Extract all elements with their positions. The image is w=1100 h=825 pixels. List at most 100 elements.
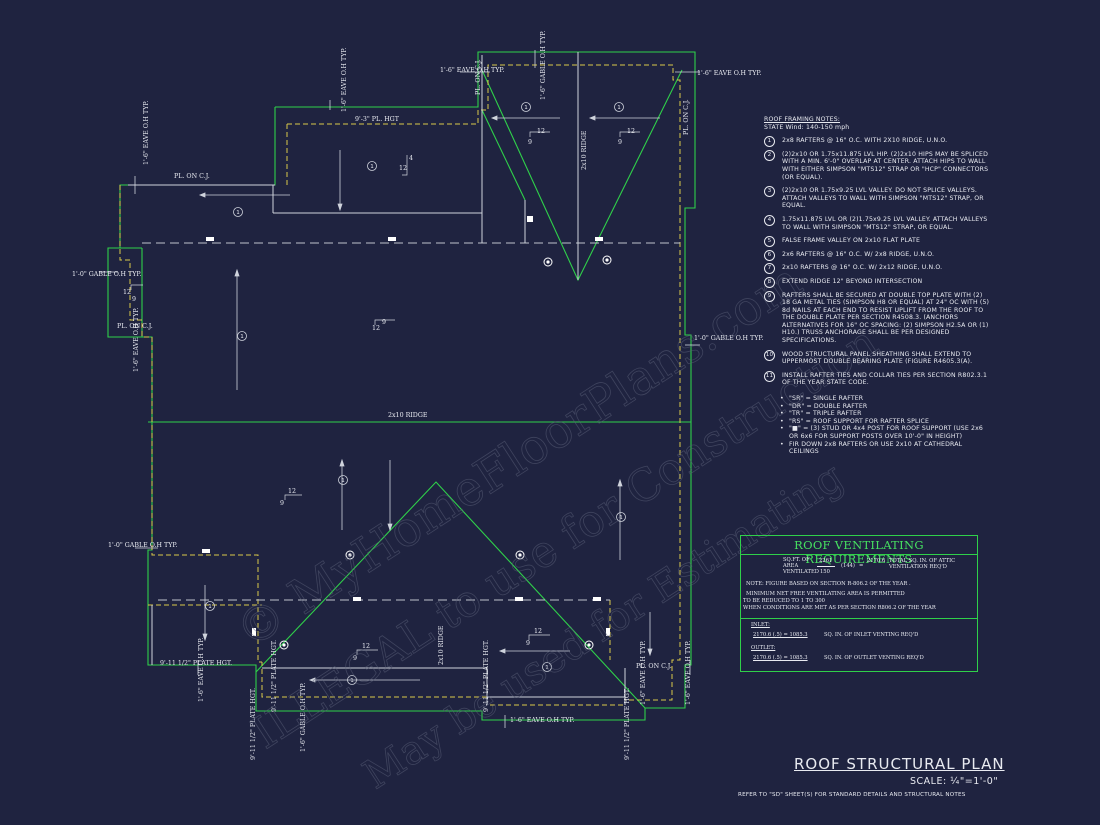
pitch-rise-1: 12 — [537, 128, 545, 135]
pitch-run-7: 9 — [353, 655, 357, 662]
vent-equals: = — [859, 563, 864, 569]
vent-total-label: TOTAL SQ. IN. OF ATTIC VENTILATION REQ'D — [889, 558, 956, 570]
note-text: FALSE FRAME VALLEY ON 2x10 FLAT PLATE — [782, 237, 921, 245]
tag-digit: 1 — [617, 105, 621, 111]
label-ridge-lower: 2x10 RIDGE — [438, 625, 445, 665]
note-number: 10 — [764, 349, 775, 361]
plan-vertical-text: 2x10 RIDGE 2x10 RIDGE 1'-6" EAVE O.H TYP… — [133, 31, 692, 760]
note-number: 8 — [764, 276, 775, 288]
note-number: 5 — [764, 236, 775, 248]
label-pl-on-cj-left: PL. ON C.J. — [174, 173, 210, 180]
vent-fraction-bar — [817, 566, 835, 567]
note-item: 3 (2)2x10 OR 1.75x9.25 LVL VALLEY. DO NOT… — [764, 186, 990, 210]
vent-divisor: 150 — [820, 569, 830, 575]
note-text: 2x10 RAFTERS @ 16" O.C. W/ 2x12 RIDGE, U… — [782, 264, 943, 272]
label-eave-top-mid: 1'-6" EAVE O.H TYP. — [341, 48, 348, 112]
note-text: 2x8 RAFTERS @ 16" O.C. WITH 2X10 RIDGE, … — [782, 137, 948, 145]
tag-digit: 1 — [208, 604, 212, 610]
drawing-scale: SCALE: ¼"=1'-0" — [910, 776, 999, 787]
tag-digit: 1 — [240, 334, 244, 340]
pitch-run-1: 9 — [528, 139, 532, 146]
pitch-symbols — [130, 131, 640, 655]
tag-digit: 1 — [545, 665, 549, 671]
divider — [741, 554, 977, 555]
label-pl-cj-right: PL. ON C.J. — [683, 99, 690, 135]
pitch-rise-3: 12 — [399, 165, 407, 172]
pitch-rise-8: 12 — [534, 628, 542, 635]
rafter-tag-digits: 1 1 1 1 1 1 1 1 1 1 — [208, 105, 623, 684]
label-eave-left-top: 1'-6" EAVE O.H TYP. — [143, 101, 150, 165]
label-eave-bottom: 1'-6" EAVE O.H TYP. — [510, 717, 574, 724]
vent-outlet-calc: 2170.6 (.5) = 1085.3 — [753, 655, 808, 661]
legend-item: "RS" = ROOF SUPPORT FOR RAFTER SPLICE — [780, 418, 990, 426]
label-eave-far-right: 1'-6" EAVE O.H TYP. — [685, 641, 692, 705]
vent-inlet-calc: 2170.6 (.5) = 1085.3 — [753, 632, 808, 638]
label-plate-hgt-v4: 9'-11 1/2" PLATE HGT. — [624, 688, 631, 760]
label-ridge-main: 2x10 RIDGE — [388, 412, 428, 419]
label-gable-top: 1'-6" GABLE O.H TYP. — [540, 31, 547, 100]
beam-lines — [142, 242, 680, 601]
pitch-run-5: 9 — [382, 319, 386, 326]
pitch-rise-6: 12 — [288, 488, 296, 495]
label-plate-hgt-v3: 9'-11 1/2" PLATE HGT. — [483, 640, 490, 712]
note-text: (2)2x10 OR 1.75x11.875 LVL HIP. (2)2x10 … — [782, 150, 989, 181]
label-gable-bottom: 1'-6" GABLE O.H TYP. — [300, 683, 307, 752]
label-eave-bottom-left: 1'-6" EAVE O.H TYP. — [198, 638, 205, 702]
vent-total: 2170.6 — [867, 558, 886, 564]
wall-outline — [119, 64, 681, 706]
vent-note-1: NOTE: FIGURE BASED ON SECTION R-806.2 OF… — [746, 581, 911, 587]
legend-item: FIR DOWN 2x8 RAFTERS OR USE 2x10 AT CATH… — [780, 441, 990, 456]
label-eave-bottom-right: 1'-6" EAVE O.H TYP. — [640, 641, 647, 705]
note-number: 11 — [764, 370, 775, 382]
label-eave-top-right: 1'-6" EAVE O.H TYP. — [697, 70, 761, 77]
notes-header: ROOF FRAMING NOTES: — [764, 116, 841, 123]
note-text: (2)2x10 OR 1.75x9.25 LVL VALLEY. DO NOT … — [782, 187, 984, 210]
tag-digit: 1 — [350, 678, 354, 684]
label-ridge-upper: 2x10 RIDGE — [581, 130, 588, 170]
label-pl-hgt: 9'-3" PL. HGT — [355, 116, 400, 123]
pitch-run-4: 9 — [132, 296, 136, 303]
legend-item: "DR" = DOUBLE RAFTER — [780, 403, 990, 411]
note-number: 2 — [764, 149, 775, 161]
vent-note-4: WHEN CONDITIONS ARE MET AS PER SECTION R… — [743, 605, 936, 611]
label-eave-top-left: 1'-6" EAVE O.H TYP. — [440, 67, 504, 74]
note-number: 9 — [764, 290, 775, 302]
vent-outlet-label: OUTLET: — [751, 645, 776, 651]
label-gable-right: 1'-0" GABLE O.H TYP. — [694, 335, 763, 342]
label-pl-on-cj-right: PL. ON C.J. — [636, 663, 672, 670]
label-pl-on-cj-mid: PL. ON C.J. — [117, 323, 153, 330]
notes-legend: "SR" = SINGLE RAFTER "DR" = DOUBLE RAFTE… — [764, 395, 990, 456]
vent-multiplier: (144) — [841, 563, 855, 569]
label-plate-hgt-left: 9'-11 1/2" PLATE HGT. — [160, 660, 232, 667]
vent-sqft-label: SQ.FT. OF AREA VENTILATED — [783, 557, 819, 575]
note-number: 3 — [764, 186, 775, 198]
note-text: EXTEND RIDGE 12" BEYOND INTERSECTION — [782, 277, 923, 285]
divider — [741, 618, 977, 619]
notes-state: STATE Wind: 140-150 mph — [764, 123, 850, 131]
note-number: 7 — [764, 263, 775, 275]
label-gable-left: 1'-0" GABLE O.H TYP. — [72, 271, 141, 278]
overhang-outline — [107, 51, 696, 721]
tag-digit: 1 — [236, 210, 240, 216]
plan-text: 1'-6" EAVE O.H TYP. 1'-6" EAVE O.H TYP. … — [72, 67, 763, 724]
note-text: 1.75x11.875 LVL OR (2)1.75x9.25 LVL VALL… — [782, 215, 988, 231]
ventilation-title: ROOF VENTILATING REQUIREMENTS — [794, 538, 924, 566]
dimension-ticks — [99, 50, 700, 728]
pitch-run-8: 9 — [526, 640, 530, 647]
pitch-rise-2: 12 — [627, 128, 635, 135]
vent-area: 2261 — [819, 558, 833, 564]
pitch-run-3: 4 — [409, 155, 413, 162]
span-arrows — [198, 115, 660, 683]
pitch-run-6: 9 — [280, 500, 284, 507]
vent-note-3: TO BE REDUCED TO 1 TO 300 — [743, 598, 825, 604]
tag-digit: 1 — [619, 515, 623, 521]
tag-digit: 1 — [341, 478, 345, 484]
note-item: 2 (2)2x10 OR 1.75x11.875 LVL HIP. (2)2x10… — [764, 149, 990, 181]
pitch-rise-7: 12 — [362, 643, 370, 650]
note-item: 8 EXTEND RIDGE 12" BEYOND INTERSECTION — [764, 276, 990, 288]
